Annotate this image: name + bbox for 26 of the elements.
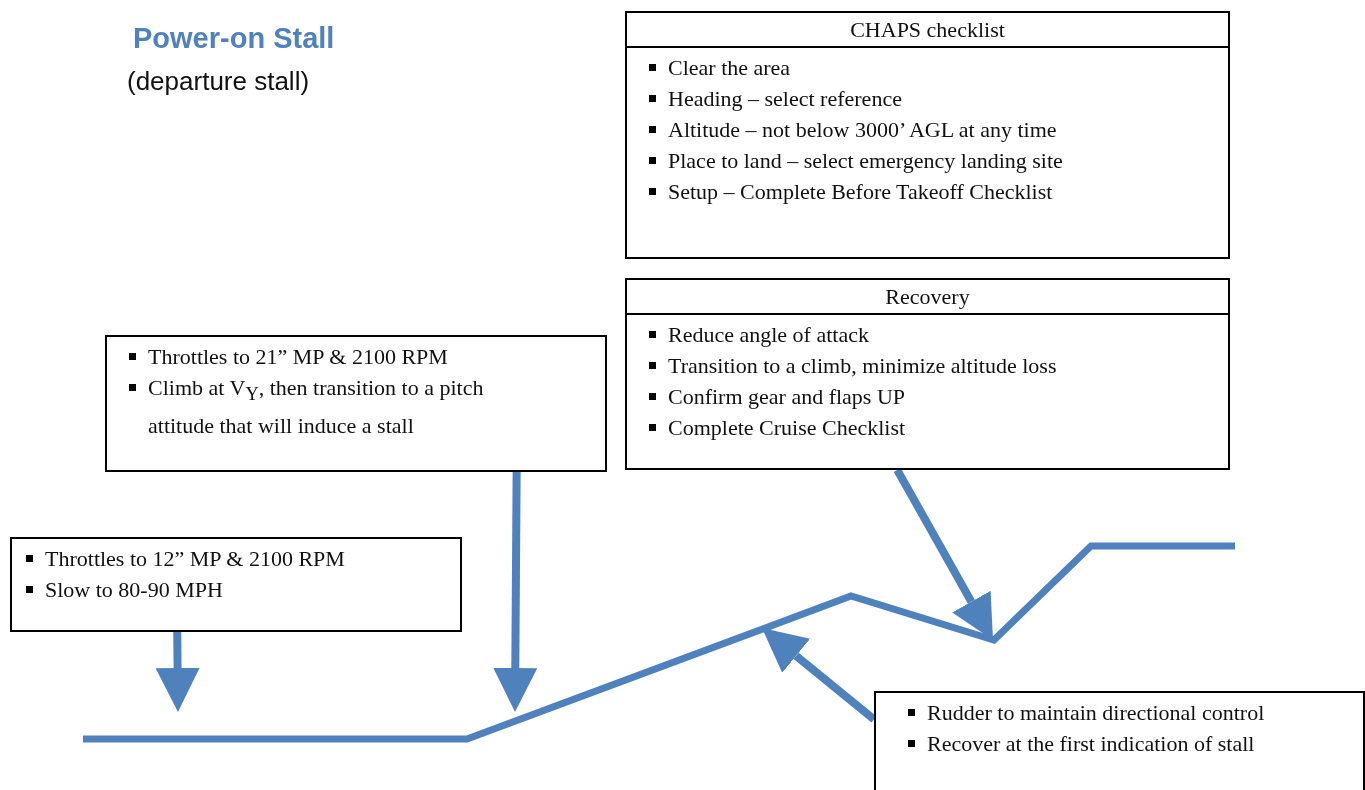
bullet-text: Throttles to 12” MP & 2100 RPM	[45, 545, 345, 573]
box-heading: CHAPS checklist	[627, 13, 1228, 48]
bullet-text: Clear the area	[668, 54, 791, 82]
bullet-text: Rudder to maintain directional control	[927, 699, 1265, 727]
text-box	[625, 278, 1230, 470]
bullet-text: Altitude – not below 3000’ AGL at any time	[668, 116, 1057, 144]
arrow	[155, 631, 200, 712]
bullet-text: Climb at V$_{Y}$, then transition to a pitch attitude that will induce a stall	[148, 374, 485, 441]
bullet-text: Confirm gear and flaps UP	[668, 383, 906, 411]
bullet-text: Setup – Complete Before Takeoff Checklist	[668, 178, 1053, 206]
text-box	[874, 691, 1365, 790]
bullet-text: Throttles to 21” MP & 2100 RPM	[148, 343, 448, 371]
text-box	[625, 11, 1230, 259]
bullet-text: Complete Cruise Checklist	[668, 414, 906, 442]
box-heading: Recovery	[627, 280, 1228, 315]
bullet-text: Slow to 80-90 MPH	[45, 576, 223, 604]
bullet-text: Place to land – select emergency landing site	[668, 147, 1063, 175]
title: Power-on Stall	[133, 22, 335, 55]
bullet-text: Recover at the first indication of stall	[927, 730, 1255, 758]
bullet-text: Reduce angle of attack	[668, 321, 869, 349]
subtitle: (departure stall)	[127, 66, 310, 97]
bullet-text: Transition to a climb, minimize altitude loss	[668, 352, 1057, 380]
text-box	[105, 335, 607, 472]
arrow	[493, 471, 538, 712]
bullet-text: Heading – select reference	[668, 85, 902, 113]
text-box	[10, 537, 462, 632]
